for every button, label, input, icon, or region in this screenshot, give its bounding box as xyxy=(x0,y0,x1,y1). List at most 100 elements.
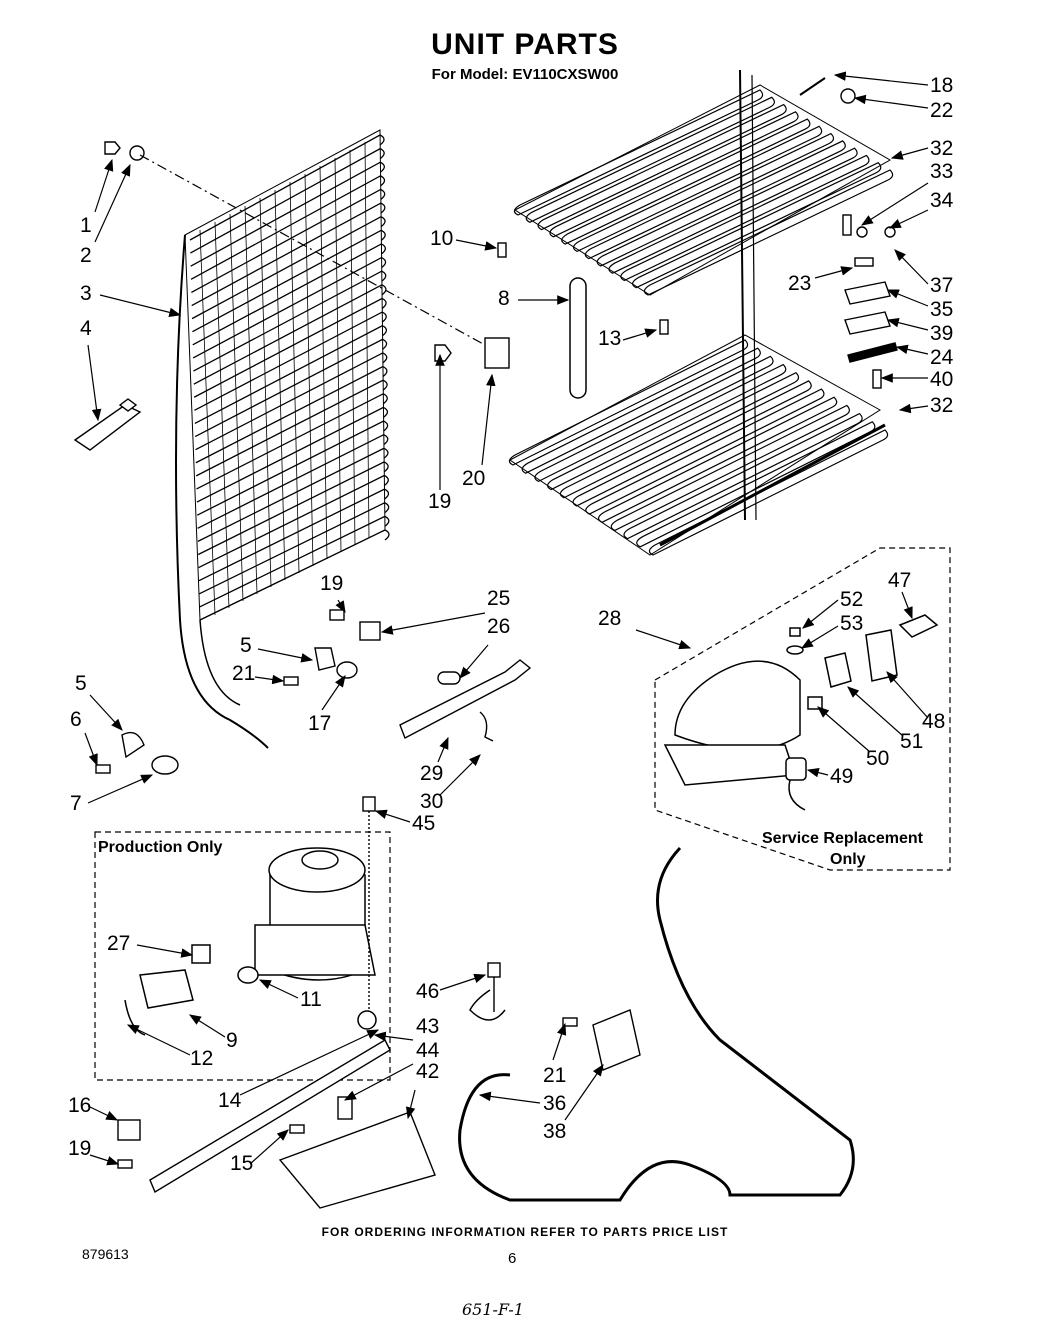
callout-n22: 22 xyxy=(930,99,953,122)
callout-n19a: 19 xyxy=(428,490,451,513)
leader-lines xyxy=(84,71,929,1166)
leader-n16 xyxy=(87,1105,119,1121)
leader-n9 xyxy=(188,1014,226,1038)
condenser-tubing xyxy=(458,846,855,1202)
leader-n22 xyxy=(853,94,929,109)
leader-n32a xyxy=(890,147,929,160)
callout-n24: 24 xyxy=(930,346,954,369)
base-rail xyxy=(117,1039,436,1209)
callout-n19c: 19 xyxy=(68,1137,91,1160)
callout-n45: 45 xyxy=(412,812,435,835)
left-small-parts xyxy=(73,141,510,775)
callout-n47: 47 xyxy=(888,569,911,592)
leader-n43 xyxy=(373,1031,414,1042)
leader-n32b xyxy=(898,403,929,414)
leader-n29 xyxy=(437,736,449,763)
callout-n27: 27 xyxy=(107,932,130,955)
leader-n30 xyxy=(439,754,481,796)
page-number: 6 xyxy=(508,1250,517,1267)
callout-n38: 38 xyxy=(543,1120,566,1143)
leader-n34 xyxy=(888,209,929,229)
callout-n14: 14 xyxy=(218,1089,242,1112)
leader-n23 xyxy=(814,266,854,279)
leader-n10 xyxy=(455,239,498,251)
callout-n3: 3 xyxy=(80,282,92,305)
callout-n51: 51 xyxy=(900,730,923,753)
leader-n5a xyxy=(257,648,314,663)
leader-n33 xyxy=(860,182,929,226)
accumulator-tube xyxy=(569,277,587,399)
leader-n7 xyxy=(87,774,154,804)
callout-n1: 1 xyxy=(80,214,92,237)
production-only-label: Production Only xyxy=(98,839,223,856)
callout-n11: 11 xyxy=(300,988,322,1011)
callout-n26: 26 xyxy=(487,615,510,638)
callout-n32a: 32 xyxy=(930,137,953,160)
callout-n46: 46 xyxy=(416,980,439,1003)
callout-n29: 29 xyxy=(420,762,443,785)
evaporator-upper-shelf xyxy=(513,69,894,521)
leader-n47 xyxy=(901,591,913,620)
filter-drier xyxy=(399,659,532,742)
leader-n6 xyxy=(84,732,98,767)
callout-n20: 20 xyxy=(462,467,485,490)
leader-n44 xyxy=(343,1063,414,1101)
handwritten-note: 651-F-1 xyxy=(462,1300,524,1319)
callout-n2: 2 xyxy=(80,244,92,267)
callout-n52: 52 xyxy=(840,588,863,611)
leader-n11 xyxy=(258,979,299,999)
callout-n4: 4 xyxy=(80,317,92,340)
callout-n5b: 5 xyxy=(75,672,87,695)
production-only-box xyxy=(94,831,391,1081)
callout-n35: 35 xyxy=(930,298,953,321)
leader-n25 xyxy=(380,612,486,635)
leader-n19b xyxy=(335,599,346,614)
leader-n4 xyxy=(87,344,102,422)
callout-n5a: 5 xyxy=(240,634,252,657)
callout-n7: 7 xyxy=(70,792,82,815)
leader-n50 xyxy=(817,706,871,753)
leader-n5b xyxy=(89,694,123,731)
ordering-note: FOR ORDERING INFORMATION REFER TO PARTS … xyxy=(321,1225,729,1239)
leader-n17 xyxy=(321,675,346,711)
callout-n13: 13 xyxy=(598,327,621,350)
leader-n39 xyxy=(886,317,929,331)
page-title: UNIT PARTS xyxy=(431,28,619,61)
callout-n6: 6 xyxy=(70,708,82,731)
callout-n37: 37 xyxy=(930,274,953,297)
leader-n3 xyxy=(99,294,182,318)
callout-n40: 40 xyxy=(930,368,953,391)
hardware-45 xyxy=(362,796,376,1012)
leader-n52 xyxy=(802,599,839,629)
callout-n34: 34 xyxy=(930,189,954,212)
callout-n53: 53 xyxy=(840,612,863,635)
callout-n16: 16 xyxy=(68,1094,91,1117)
leader-n21a xyxy=(254,674,285,685)
callout-labels: 1234521175678101319201925262930281822323… xyxy=(68,74,954,1175)
leader-n28 xyxy=(635,629,692,650)
callout-n48: 48 xyxy=(922,710,945,733)
callout-n25: 25 xyxy=(487,587,510,610)
callout-n21b: 21 xyxy=(543,1064,566,1087)
production-compressor xyxy=(124,847,377,1036)
leader-n20 xyxy=(481,373,496,466)
evaporator-lower-shelf xyxy=(508,334,889,556)
leader-n27 xyxy=(136,944,194,958)
leader-n37 xyxy=(894,249,929,285)
relay-bracket xyxy=(562,1009,641,1071)
leader-n26 xyxy=(459,644,489,679)
callout-n9: 9 xyxy=(226,1029,238,1052)
leader-n42 xyxy=(405,1089,416,1120)
callout-n15: 15 xyxy=(230,1152,253,1175)
leader-n13 xyxy=(622,328,658,341)
service-replacement-box xyxy=(654,547,951,871)
service-replacement-label-line2: Only xyxy=(830,851,866,868)
leader-n19c xyxy=(89,1154,120,1166)
callout-n50: 50 xyxy=(866,747,889,770)
dash-line-condenser-mount xyxy=(139,154,486,346)
leader-n45 xyxy=(374,809,411,823)
leader-n14 xyxy=(239,1029,380,1096)
callout-n36: 36 xyxy=(543,1092,566,1115)
callout-n21a: 21 xyxy=(232,662,255,685)
callout-n8: 8 xyxy=(498,287,510,310)
